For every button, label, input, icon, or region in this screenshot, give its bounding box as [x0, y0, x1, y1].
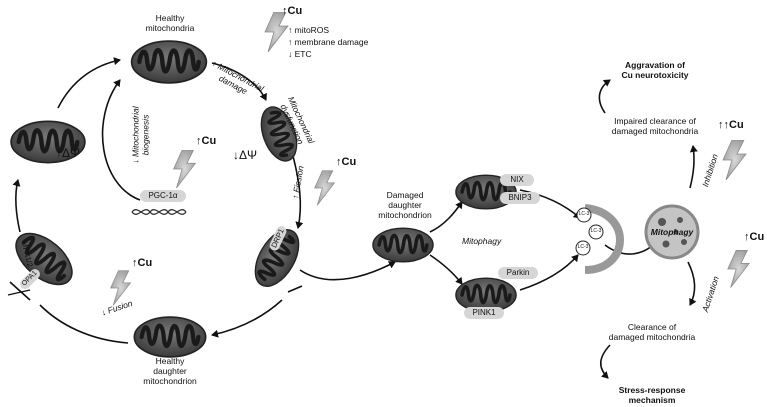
label-damaged-daughter: Damaged daughter mitochondrion — [378, 190, 432, 220]
cu-bolt-inhibition — [722, 140, 747, 180]
label-delta-psi-down: ↓ΔΨ — [233, 148, 258, 162]
label-mitophagosome: Mitophagy — [650, 227, 694, 237]
cu-bolt-fission — [314, 170, 335, 206]
effect-mitoros: ↑ mitoROS — [288, 25, 330, 35]
damaged-daughter-mitochondrion — [372, 226, 434, 264]
cu-bolt-activation — [727, 250, 750, 288]
bnip3-badge: BNIP3 — [500, 192, 540, 204]
arrow-to-healthy — [57, 57, 121, 109]
label-healthy-daughter: Healthy daughter mitochondrion — [143, 356, 197, 386]
label-healthy-mitochondria: Healthy mitochondria — [145, 13, 195, 33]
dna-helix — [131, 209, 187, 215]
healthy-daughter-mitochondrion — [134, 317, 205, 357]
arrow-to-impaired — [689, 145, 698, 189]
label-mitophagy-pathway: Mitophagy — [462, 236, 502, 246]
cycle-arrows — [12, 57, 698, 379]
label-stress-response: Stress-response mechanism — [618, 385, 686, 405]
cu-bolt-biogenesis — [173, 150, 196, 188]
cu-label-activation: ↑Cu — [744, 231, 765, 243]
lc3-label-3: LC-3 — [577, 244, 589, 250]
nix-badge: NIX — [500, 174, 534, 186]
arrow-to-pink — [429, 254, 463, 285]
pink1-badge: PINK1 — [464, 307, 504, 319]
arrow-to-dysfunction — [211, 62, 267, 101]
label-biogenesis: ↓ Mitochondrial biogenesis — [130, 106, 151, 164]
label-clearance: Clearance of damaged mitochondria — [608, 322, 696, 342]
arrow-to-daughter — [211, 299, 283, 338]
arrow-from-daughter — [39, 304, 129, 344]
lc3-label-2: LC-3 — [590, 228, 602, 234]
fission-block-bar — [287, 285, 303, 293]
phagophore — [575, 204, 625, 274]
pgc1a-badge: PGC-1α — [140, 190, 186, 202]
fusion-block-cross — [7, 289, 31, 296]
arrow-biogenesis — [101, 79, 141, 201]
fusing-mitochondria — [7, 224, 81, 295]
label-impaired-clearance: Impaired clearance of damaged mitochondr… — [611, 116, 699, 136]
arrow-to-damaged — [299, 261, 396, 281]
mitophagosome — [644, 204, 700, 260]
label-aggravation: Aggravation of Cu neurotoxicity — [621, 60, 689, 80]
arrow-to-nix — [429, 201, 463, 233]
arrow-pink-to-phagophore — [519, 254, 579, 291]
arrow-to-clearance — [687, 261, 697, 306]
effect-etc: ↓ ETC — [288, 49, 312, 59]
cu-label-top: ↑Cu — [282, 5, 303, 17]
healthy-mitochondria — [132, 41, 207, 83]
arrow-nix-to-phagophore — [519, 189, 581, 219]
arrow-to-stress — [599, 344, 611, 379]
cu-label-double: ↑↑Cu — [718, 119, 744, 131]
fusion-block-bar — [9, 281, 31, 301]
arrow-to-aggravation — [598, 79, 611, 114]
arrow-fusion-to-membrane — [12, 179, 21, 233]
cu-label-biogenesis: ↑Cu — [196, 135, 217, 147]
cu-label-fission: ↑Cu — [336, 156, 357, 168]
effect-membrane-damage: ↑ membrane damage — [288, 37, 369, 47]
lc3-label-1: LC-3 — [578, 211, 590, 217]
label-delta-psi-up: ↑ΔΨ — [56, 146, 81, 160]
cu-label-fusion: ↑Cu — [132, 257, 153, 269]
parkin-badge: Parkin — [498, 267, 538, 279]
cu-bolt-top — [264, 12, 289, 52]
